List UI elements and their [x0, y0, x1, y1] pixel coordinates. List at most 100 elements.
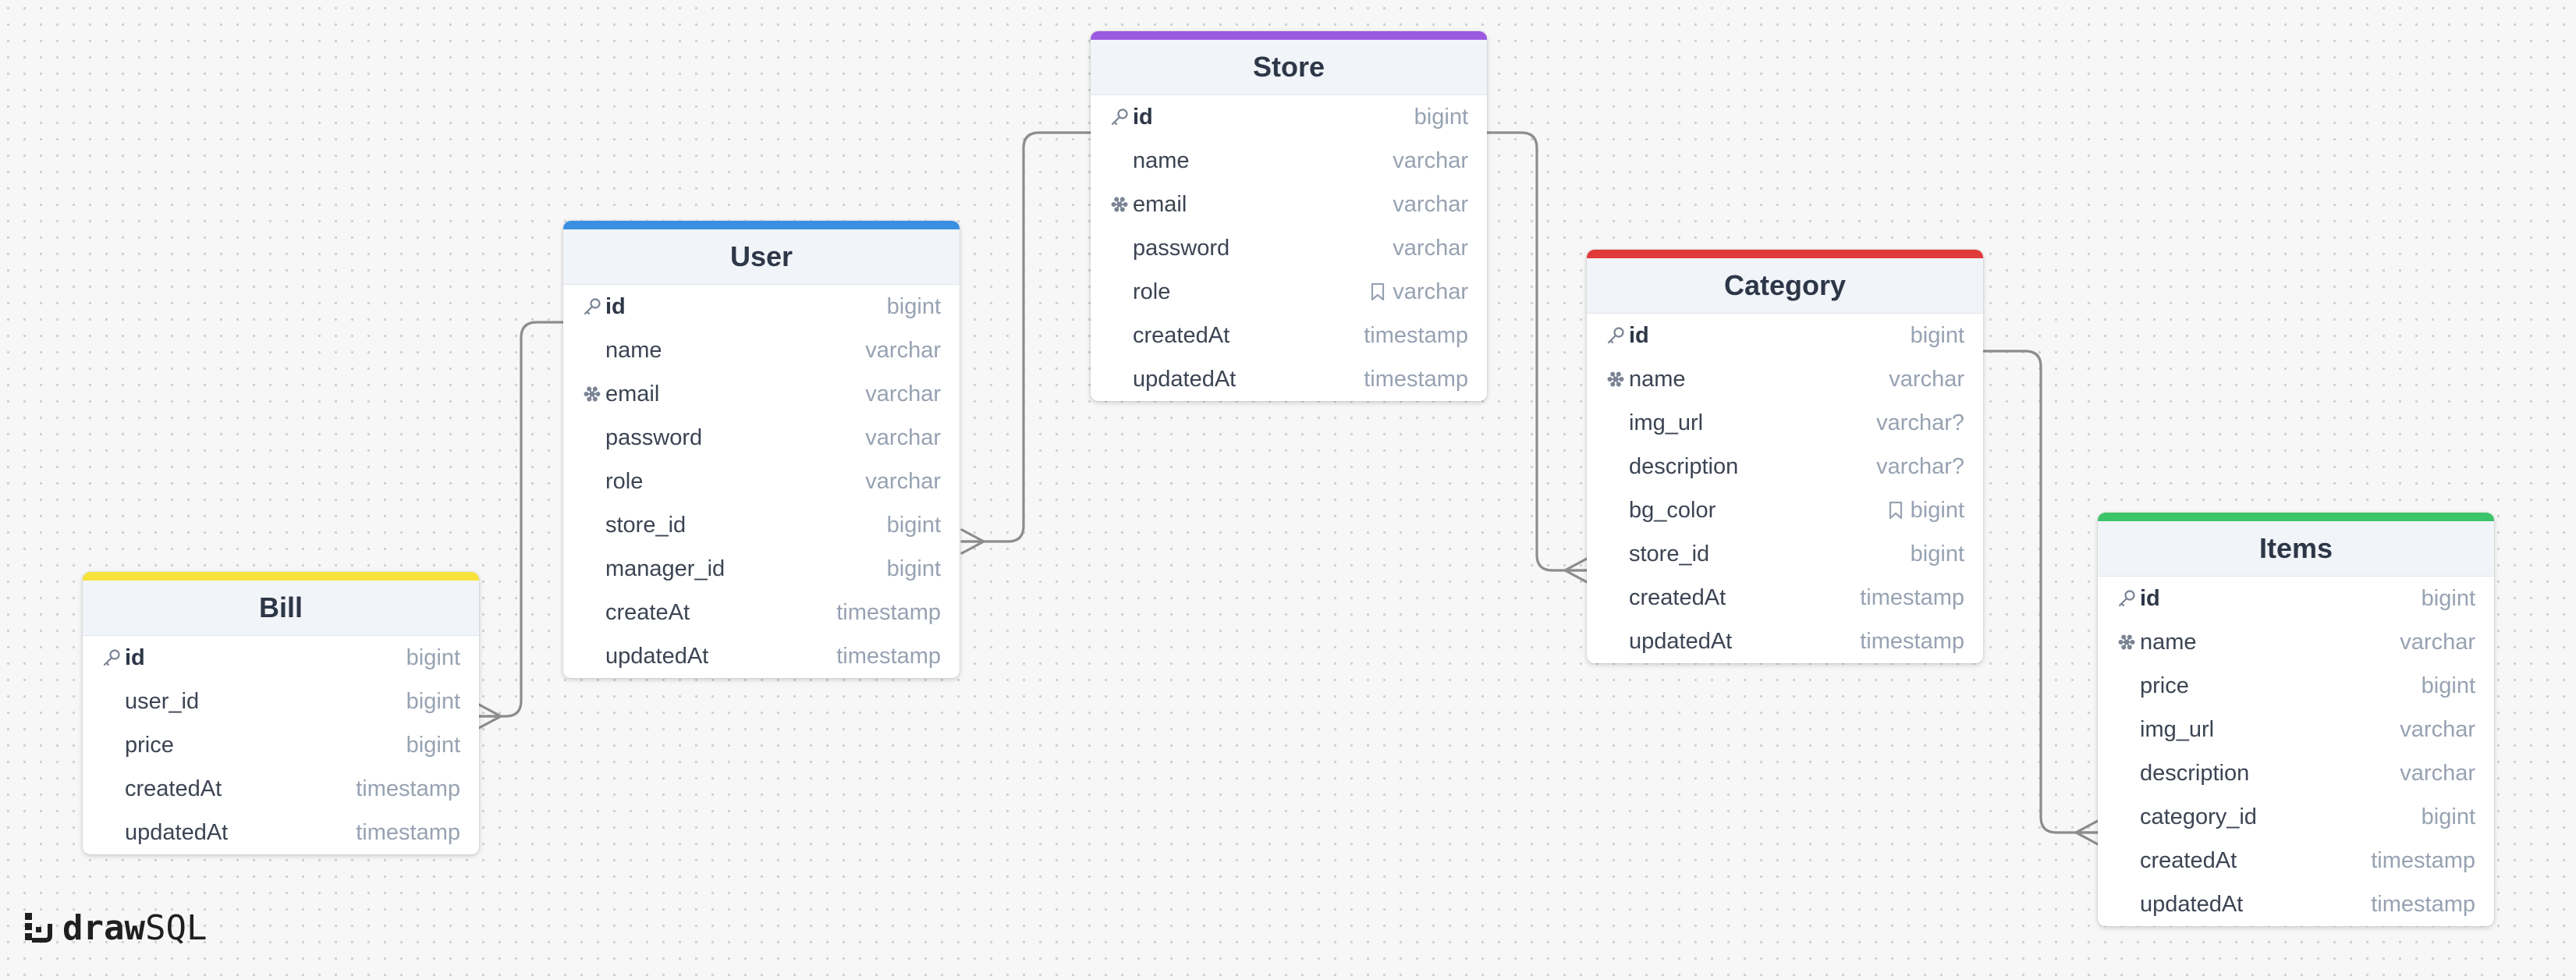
- field-type-label: bigint: [406, 644, 460, 670]
- field-row-user-id[interactable]: user_id bigint: [83, 680, 479, 723]
- field-type: varchar: [865, 338, 941, 364]
- field-icon-placeholder: [2115, 674, 2138, 698]
- entity-category-header[interactable]: Category: [1587, 250, 1983, 314]
- crowfoot-bill-user-id: [477, 703, 502, 730]
- field-type-label: timestamp: [356, 776, 460, 801]
- relationship-store-user[interactable]: [960, 131, 1092, 543]
- relationship-user-bill[interactable]: [477, 321, 565, 718]
- field-type-label: varchar: [865, 468, 941, 494]
- field-name: updatedAt: [2140, 891, 2244, 917]
- field-icon-placeholder: [1604, 542, 1627, 566]
- field-icon-placeholder: [1604, 411, 1627, 435]
- field-icon-placeholder: [100, 821, 123, 844]
- field-row-createdat[interactable]: createdAt timestamp: [2098, 839, 2494, 882]
- field-type: timestamp: [1364, 367, 1468, 392]
- entity-bill-header[interactable]: Bill: [83, 572, 479, 636]
- field-type: varchar: [1393, 236, 1468, 261]
- field-row-store-id[interactable]: store_id bigint: [563, 503, 960, 547]
- field-type-label: bigint: [406, 688, 460, 714]
- key-icon: [100, 646, 123, 669]
- field-name: store_id: [605, 512, 687, 538]
- field-icon-placeholder: [1604, 455, 1627, 478]
- relationship-category-items[interactable]: [1982, 350, 2099, 834]
- entity-items-header[interactable]: Items: [2098, 513, 2494, 577]
- entity-store-header[interactable]: Store: [1091, 31, 1487, 95]
- field-name: name: [2140, 629, 2197, 655]
- enum-icon: [1369, 282, 1386, 302]
- field-icon-placeholder: [2115, 718, 2138, 741]
- field-type-label: bigint: [886, 556, 941, 581]
- field-type-label: varchar: [1393, 147, 1468, 173]
- unique-icon: [580, 382, 604, 406]
- field-type: timestamp: [2371, 848, 2475, 874]
- field-icon-placeholder: [580, 339, 604, 362]
- field-type: bigint: [887, 294, 941, 320]
- crowfoot-items-category-id: [2074, 819, 2099, 846]
- field-type-label: bigint: [886, 512, 941, 538]
- field-type-label: timestamp: [356, 819, 460, 845]
- field-type: timestamp: [356, 820, 460, 846]
- field-type: bigint: [1911, 323, 1964, 349]
- field-type: bigint: [1414, 105, 1468, 130]
- field-row-updatedat[interactable]: updatedAt timestamp: [2098, 882, 2494, 926]
- field-icon-placeholder: [580, 470, 604, 493]
- entity-user-header[interactable]: User: [563, 221, 960, 285]
- field-type: timestamp: [1860, 585, 1964, 611]
- field-type-label: bigint: [406, 732, 460, 758]
- field-name: email: [1133, 191, 1187, 217]
- relationship-store-category[interactable]: [1485, 131, 1588, 572]
- field-name: createdAt: [2140, 847, 2237, 873]
- drawsql-logo-icon: [25, 913, 52, 943]
- crowfoot-category-store-id: [1563, 557, 1588, 584]
- field-icon-placeholder: [1604, 586, 1627, 609]
- field-name: user_id: [125, 688, 200, 714]
- unique-icon: [2115, 630, 2138, 654]
- drawsql-logo-text-draw: draw: [62, 907, 145, 948]
- field-type: bigint: [406, 645, 460, 671]
- field-type: timestamp: [2371, 892, 2475, 918]
- field-name: password: [605, 424, 703, 450]
- field-type-label: bigint: [1414, 104, 1468, 130]
- field-type-label: timestamp: [1364, 366, 1468, 392]
